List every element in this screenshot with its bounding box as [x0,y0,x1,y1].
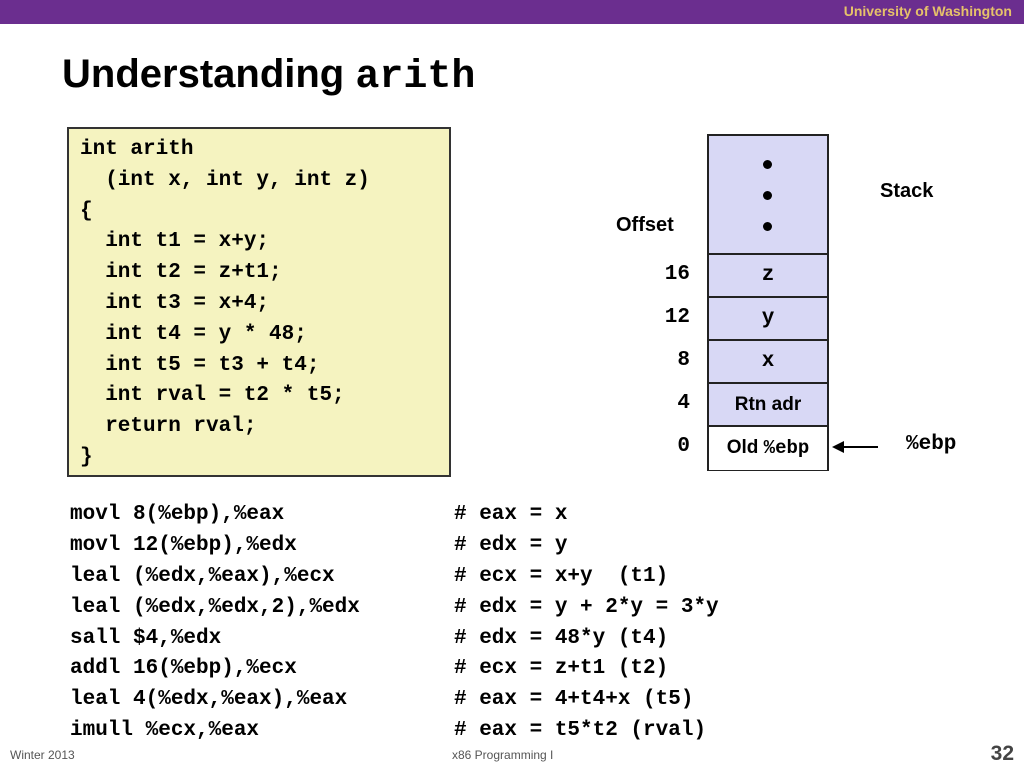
code-line: int arith [80,138,194,161]
left-arrow-icon [832,441,878,453]
asm-line: leal 4(%edx,%eax),%eax # eax = 4+t4+x (t5… [70,688,693,711]
header-bar: University of Washington [0,0,1024,24]
asm-comment: # eax = t5*t2 (rval) [454,719,707,742]
asm-instruction: leal (%edx,%edx,2),%edx [70,596,360,619]
page-number: 32 [990,742,1014,765]
offset-4: 4 [677,392,690,415]
stack-cell-x: x [709,341,827,384]
asm-instruction: leal 4(%edx,%eax),%eax [70,688,348,711]
asm-comment: # edx = y + 2*y = 3*y [454,596,719,619]
asm-instruction: movl 8(%ebp),%eax [70,503,285,526]
asm-instruction: leal (%edx,%eax),%ecx [70,565,335,588]
asm-comment: # edx = 48*y (t4) [454,627,669,650]
asm-instruction: movl 12(%ebp),%edx [70,534,297,557]
code-line: int t5 = t3 + t4; [80,353,320,377]
asm-line: leal (%edx,%edx,2),%edx # edx = y + 2*y =… [70,596,719,619]
asm-comment: # eax = x [454,503,568,526]
ellipsis-dot [763,222,772,231]
code-line: } [80,445,93,469]
slide-title: Understanding arith [62,52,475,100]
c-code-box: int arith (int x, int y, int z) { int t1… [67,127,451,477]
asm-line: leal (%edx,%eax),%ecx # ecx = x+y (t1) [70,565,668,588]
asm-instruction: sall $4,%edx [70,627,222,650]
offset-label: Offset [616,214,674,236]
asm-instruction: addl 16(%ebp),%ecx [70,657,297,680]
asm-line: addl 16(%ebp),%ecx # ecx = z+t1 (t2) [70,657,668,680]
stack-label: Stack [880,180,934,202]
offset-16: 16 [664,263,690,286]
offset-0: 0 [677,435,690,458]
asm-line: movl 12(%ebp),%edx # edx = y [70,534,567,557]
stack-cell-z: z [709,255,827,298]
asm-comment: # ecx = z+t1 (t2) [454,657,669,680]
ebp-pointer-label: %ebp [906,433,957,456]
code-line: int t1 = x+y; [80,230,270,254]
code-line: int t2 = z+t1; [80,261,282,285]
code-line: int t3 = x+4; [80,291,270,315]
code-line: { [80,199,93,223]
asm-instruction: imull %ecx,%eax [70,719,260,742]
ellipsis-dot [763,160,772,169]
slide-title-text: Understanding [62,52,356,96]
code-line: int t4 = y * 48; [80,322,307,346]
asm-line: sall $4,%edx # edx = 48*y (t4) [70,627,668,650]
asm-comment: # edx = y [454,534,568,557]
stack-cell-return-address: Rtn adr [709,384,827,427]
c-code-listing: int arith (int x, int y, int z) { int t1… [80,135,370,474]
stack-cell-old-ebp: Old %ebp [709,427,827,470]
offset-12: 12 [664,306,690,329]
asm-comment: # ecx = x+y (t1) [454,565,669,588]
stack-cell-y: y [709,298,827,341]
slide-title-code: arith [355,55,476,100]
stack-diagram: z y x Rtn adr Old %ebp [707,134,829,471]
code-line: int rval = t2 * t5; [80,384,345,408]
asm-comment: # eax = 4+t4+x (t5) [454,688,694,711]
institution-name: University of Washington [843,3,1012,19]
old-ebp-register: %ebp [763,437,810,459]
ellipsis-dot [763,191,772,200]
footer-course-title: x86 Programming I [452,748,554,762]
asm-line: imull %ecx,%eax # eax = t5*t2 (rval) [70,719,706,742]
offset-8: 8 [677,349,690,372]
footer-term: Winter 2013 [10,748,75,762]
code-line: (int x, int y, int z) [80,168,370,192]
code-line: return rval; [80,415,257,439]
stack-continuation [709,136,827,255]
asm-line: movl 8(%ebp),%eax # eax = x [70,503,567,526]
old-ebp-prefix: Old [726,437,764,458]
